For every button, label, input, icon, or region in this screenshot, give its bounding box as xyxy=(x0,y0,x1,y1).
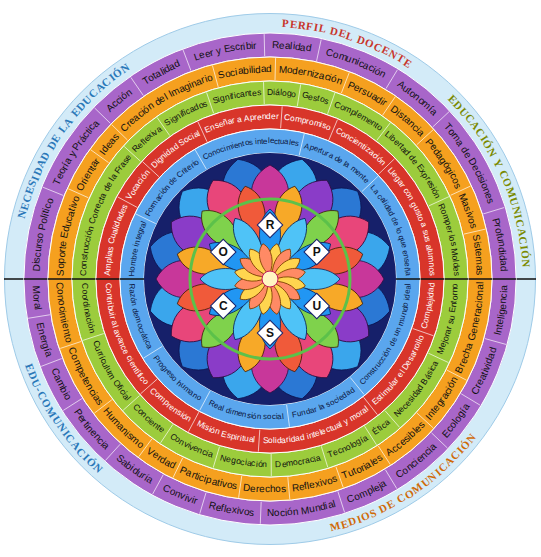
glyph: s xyxy=(323,96,330,107)
ring-term: Realidad xyxy=(269,38,315,54)
ring-term: Significantes xyxy=(210,88,264,107)
glyph: S xyxy=(54,269,66,276)
glyph: s xyxy=(249,506,255,518)
glyph: s xyxy=(231,480,238,492)
glyph: N xyxy=(519,259,532,268)
glyph: Ó xyxy=(518,250,531,260)
glyph: s xyxy=(280,483,286,495)
ring-term: Negociación xyxy=(217,453,270,470)
center-letter: C xyxy=(215,298,231,314)
glyph: n xyxy=(474,289,486,295)
glyph: m xyxy=(103,263,113,271)
glyph: p xyxy=(55,257,67,264)
ring-term: La calidad de lo que enseña xyxy=(368,183,412,279)
mandala-core xyxy=(262,271,278,287)
glyph: l xyxy=(403,283,412,285)
ring-term: Energía xyxy=(34,319,55,360)
ring-term: Discurso Político xyxy=(29,195,55,275)
glyph: c xyxy=(497,293,509,299)
ring-term: Reflexivos xyxy=(289,473,341,495)
ring-term: Reflexivos xyxy=(206,499,259,519)
ring-term: Gestos xyxy=(299,90,331,107)
glyph: a xyxy=(427,287,437,292)
ring-term: Enseñar a Aprender xyxy=(202,112,282,135)
glyph: d xyxy=(427,283,437,288)
glyph: d xyxy=(305,42,312,54)
ring-term: Conocimientos intelectuales xyxy=(201,136,302,162)
ring-term: Moral xyxy=(29,282,44,315)
glyph: a xyxy=(474,284,486,290)
glyph: D xyxy=(30,264,42,272)
ring-term: Formación de Criterio xyxy=(143,157,201,219)
ring-term: Leer y Escribir xyxy=(190,39,261,63)
ring-term: Derechos xyxy=(240,481,290,495)
glyph: n xyxy=(262,460,267,470)
glyph: r xyxy=(253,40,257,52)
glyph: s xyxy=(427,272,437,276)
glyph: P xyxy=(282,17,289,30)
ring-term: Compromiso xyxy=(282,112,334,133)
glyph: s xyxy=(294,139,300,149)
glyph: o xyxy=(291,89,297,99)
glyph: s xyxy=(451,272,461,277)
ring-term: Conocimiento xyxy=(53,279,75,346)
glyph: l xyxy=(32,307,44,311)
glyph: o xyxy=(451,283,461,288)
ring-term: Complejidad xyxy=(419,280,437,332)
glyph: r xyxy=(275,112,278,122)
outer-disc: NECESIDAD DE LA EDUCACIÓNPERFIL DEL DOCE… xyxy=(4,13,536,545)
ring-term: Hombre integral xyxy=(127,218,149,279)
ring-term: Inteligencia xyxy=(492,282,511,340)
ring-term: Progreso humano xyxy=(152,353,204,403)
glyph: a xyxy=(403,285,412,290)
glyph: c xyxy=(31,251,43,257)
ring-term: Razón democrática xyxy=(127,281,155,351)
ring-term: Sociabilidad xyxy=(215,63,275,82)
ring-term: Fundar la sociedad xyxy=(290,385,357,420)
ring-term: Profundidad xyxy=(490,215,510,275)
glyph: M xyxy=(30,285,42,294)
ring-term: Real dimensión social xyxy=(206,399,287,422)
ring-term: Construcción de un mundo ideal xyxy=(357,280,412,387)
glyph: s xyxy=(467,222,479,230)
glyph: l xyxy=(253,435,256,445)
center-letter: S xyxy=(262,325,278,341)
ring-term: Romper los Moldes xyxy=(436,201,462,279)
glyph: a xyxy=(498,285,510,291)
center-letter: P xyxy=(309,244,325,260)
ring-term: Mejorar su Entorno xyxy=(435,280,461,357)
glyph: d xyxy=(266,63,272,74)
ring-term: Compleja xyxy=(344,477,390,505)
center-letter: O xyxy=(215,244,231,260)
glyph: d xyxy=(498,266,510,272)
ring-term: Modernización xyxy=(276,62,346,87)
ring-term: Coordinación xyxy=(78,280,97,336)
ring-term: Diálogo xyxy=(264,87,299,100)
glyph: d xyxy=(402,293,412,298)
center-letter: R xyxy=(262,217,278,233)
glyph: C xyxy=(79,270,89,277)
glyph: s xyxy=(256,88,261,98)
glyph: o xyxy=(450,295,460,301)
glyph: A xyxy=(103,270,113,276)
glyph: o xyxy=(128,266,137,271)
ring-term: Ética xyxy=(371,418,393,438)
ring-term: Sistemas xyxy=(469,232,486,280)
glyph: a xyxy=(403,271,412,276)
glyph: s xyxy=(474,270,486,275)
glyph: n xyxy=(80,260,90,266)
ring-term: Democracia xyxy=(273,453,324,471)
glyph: E xyxy=(289,17,297,30)
segment-divider xyxy=(264,34,265,56)
center-letter: U xyxy=(309,298,325,314)
ring-term: Misión Espiritual xyxy=(194,419,259,445)
ring-term: Noción Mundial xyxy=(264,498,340,520)
ring-term: Apertura de la mente xyxy=(302,141,371,185)
glyph: l xyxy=(281,412,284,421)
